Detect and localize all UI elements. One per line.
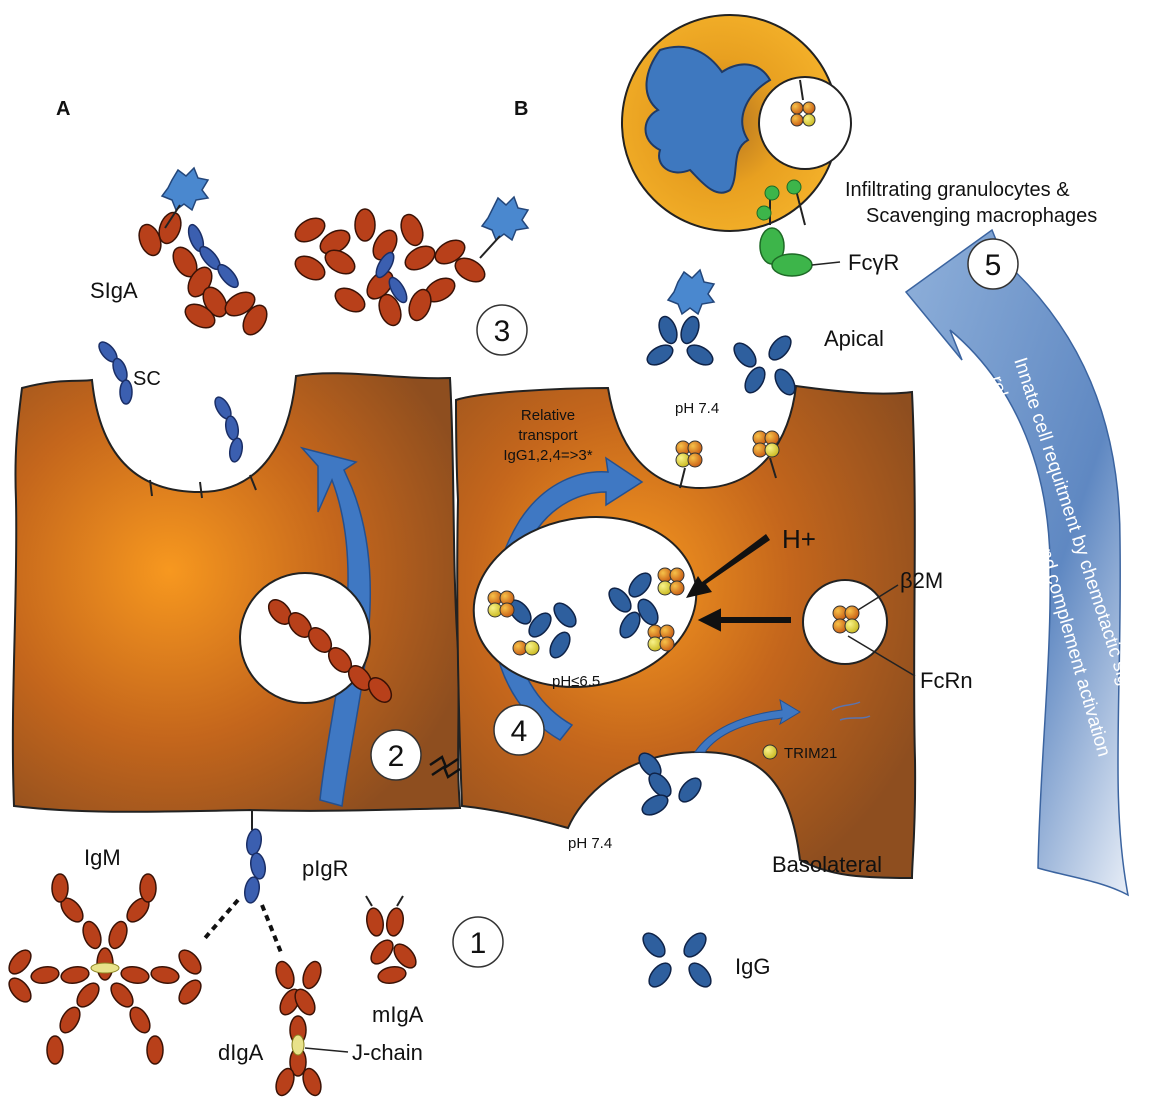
pigr-label: pIgR: [302, 856, 348, 881]
antigen-icon: [160, 166, 210, 212]
svg-text:1: 1: [470, 927, 487, 960]
pentamer-complex: [294, 208, 486, 327]
igg-free: [642, 932, 712, 988]
sc-label: SC: [133, 368, 161, 390]
svg-text:2: 2: [388, 740, 405, 773]
recruitment-arrow: [904, 228, 1130, 897]
panel-a-label: A: [56, 98, 70, 120]
siga-complex: [138, 211, 268, 336]
hplus-arrow-1: [686, 534, 770, 598]
svg-text:5: 5: [985, 249, 1002, 282]
igg-apical-1: [646, 315, 714, 366]
hplus-label: H+: [782, 524, 816, 554]
trim21-icon: [762, 744, 778, 760]
relative-transport-label: Relative: [521, 407, 575, 424]
step-1-badge: 1: [452, 916, 504, 968]
siga-secretory-component: [187, 223, 239, 289]
hplus-arrow-2: [697, 608, 791, 632]
relative-transport-label-3: IgG1,2,4=>3*: [503, 447, 592, 464]
fcgr-receptor: [756, 179, 841, 277]
igg-basal: [638, 752, 702, 816]
endosome-a-iga: [267, 599, 393, 703]
infiltrating-label: Infiltrating granulocytes &: [845, 179, 1070, 201]
igg-label: IgG: [735, 954, 770, 979]
panel-b-label: B: [514, 98, 528, 120]
ph-endosome-label: pH≤6.5: [552, 673, 600, 690]
svg-text:4: 4: [511, 715, 528, 748]
fcrn-complex: [832, 584, 916, 677]
endosome-b-igg: [487, 567, 685, 659]
antigen-icon-3: [666, 268, 716, 316]
miga-label: mIgA: [372, 1002, 424, 1027]
diga-label: dIgA: [218, 1040, 264, 1065]
igg-apical-2: [733, 335, 796, 396]
endosome-a: [239, 572, 371, 704]
igm-label: IgM: [84, 845, 121, 870]
macrophage-cell: [621, 14, 852, 232]
svg-text:3: 3: [494, 315, 511, 348]
junction-break-icon: [429, 755, 461, 779]
basolateral-label: Basolateral: [772, 852, 882, 877]
ph-apical-label: pH 7.4: [675, 400, 719, 417]
ph-basal-label: pH 7.4: [568, 835, 612, 852]
b2m-label: β2M: [900, 568, 943, 593]
scavenging-label: Scavenging macrophages: [866, 205, 1097, 227]
miga-monomer: [366, 907, 417, 984]
siga-label: SIgA: [90, 278, 138, 303]
fcrn-label: FcRn: [920, 668, 973, 693]
pigr-receptor: [243, 828, 267, 904]
secretory-component: [98, 341, 244, 463]
trim21-label: TRIM21: [784, 745, 837, 762]
step-5-badge: 5: [967, 238, 1019, 290]
fc-apical: [675, 430, 780, 489]
diga-dimer: [275, 960, 322, 1097]
fcgr-label: FcγR: [848, 250, 899, 275]
jchain-label: J-chain: [352, 1040, 423, 1065]
step-4-badge: 4: [493, 704, 545, 756]
basal-uptake-arrow: [694, 698, 801, 753]
step-3-badge: 3: [476, 304, 528, 356]
step-2-badge: 2: [370, 729, 422, 781]
antigen-icon-2: [480, 195, 530, 242]
relative-transport-label-2: transport: [518, 427, 578, 444]
apical-label: Apical: [824, 326, 884, 351]
